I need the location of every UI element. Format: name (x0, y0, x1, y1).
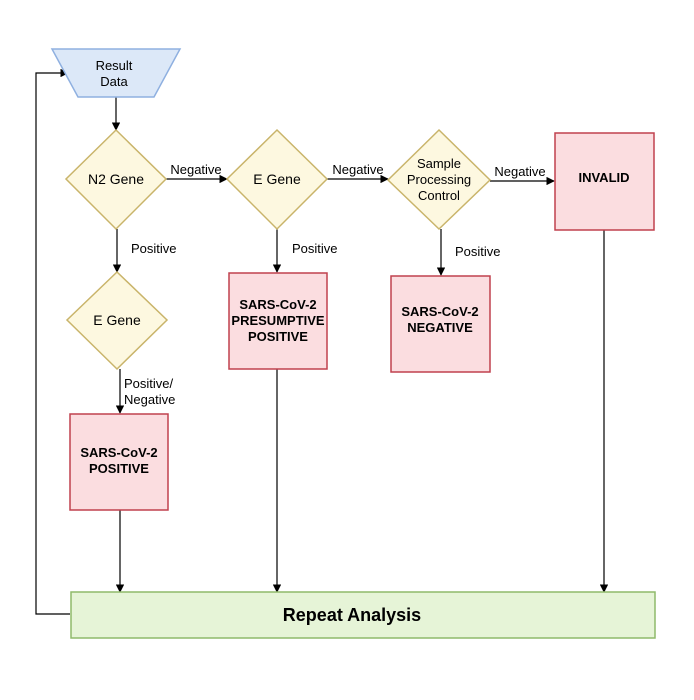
trapezoid-shape (50, 48, 182, 98)
label-egene-left-line1: Positive/ (124, 376, 174, 391)
label-egene-left-line2: Negative (124, 392, 175, 407)
edge-repeat-loop-to-result (35, 68, 70, 615)
diamond-shape (386, 128, 492, 231)
node-e-gene-left: E Gene (65, 270, 169, 371)
invalid-box (554, 132, 655, 231)
positive-line2: POSITIVE (89, 461, 149, 476)
label-n2-positive: Positive (131, 241, 177, 256)
node-sars-negative: SARS-CoV-2 NEGATIVE (390, 275, 491, 373)
node-invalid: INVALID (554, 132, 655, 231)
presumptive-line1: SARS-CoV-2 (239, 297, 316, 312)
edges (35, 68, 609, 615)
result-data-line2: Data (100, 74, 128, 89)
negative-line1: SARS-CoV-2 (401, 304, 478, 319)
label-n2-negative: Negative (170, 162, 221, 177)
label-egene-negative: Negative (332, 162, 383, 177)
negative-line2: NEGATIVE (407, 320, 473, 335)
diamond-shape (225, 128, 329, 231)
spc-line3: Control (418, 188, 460, 203)
node-sample-processing-control: Sample Processing Control (386, 128, 492, 231)
presumptive-box (228, 272, 328, 370)
edge-labels: Negative Negative Negative Positive Posi… (124, 162, 546, 407)
label-egene-positive: Positive (292, 241, 338, 256)
presumptive-line3: POSITIVE (248, 329, 308, 344)
label-spc-positive: Positive (455, 244, 501, 259)
e-gene-left-label: E Gene (93, 312, 141, 328)
invalid-label: INVALID (578, 170, 629, 185)
node-e-gene-top: E Gene (225, 128, 329, 231)
repeat-analysis-box (70, 591, 656, 639)
diamond-shape (64, 128, 168, 231)
e-gene-top-label: E Gene (253, 171, 301, 187)
presumptive-line2: PRESUMPTIVE (231, 313, 325, 328)
n2-gene-label: N2 Gene (88, 171, 144, 187)
result-data-line1: Result (96, 58, 133, 73)
label-spc-negative: Negative (494, 164, 545, 179)
node-repeat-analysis: Repeat Analysis (70, 591, 656, 639)
node-result-data: Result Data (50, 48, 182, 98)
negative-box (390, 275, 491, 373)
repeat-analysis-label: Repeat Analysis (283, 605, 421, 625)
node-sars-presumptive-positive: SARS-CoV-2 PRESUMPTIVE POSITIVE (228, 272, 328, 370)
spc-line1: Sample (417, 156, 461, 171)
spc-line2: Processing (407, 172, 471, 187)
diamond-shape (65, 270, 169, 371)
positive-line1: SARS-CoV-2 (80, 445, 157, 460)
node-sars-positive: SARS-CoV-2 POSITIVE (69, 413, 169, 511)
node-n2-gene: N2 Gene (64, 128, 168, 231)
positive-box (69, 413, 169, 511)
